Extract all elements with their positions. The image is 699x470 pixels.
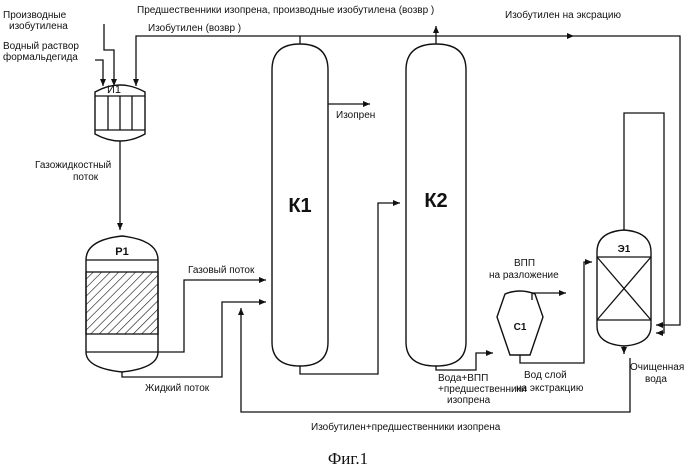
label-water-layer: Вод слой на экстракцию — [516, 370, 584, 394]
figure-caption: Фиг.1 — [328, 449, 368, 468]
label-isobutylene-derivatives: Производные изобутилена — [3, 10, 69, 32]
separator-label: С1 — [514, 322, 527, 333]
label-gas-flow: Газовый поток — [188, 265, 255, 276]
extractor-label: Э1 — [618, 244, 631, 255]
label-isobutylene-recycle: Изобутилен (возвр ) — [148, 22, 241, 34]
stream-gas-flow — [158, 280, 266, 352]
label-gas-liquid-flow: Газожидкостный поток — [35, 160, 114, 183]
separator-c1: С1 — [497, 291, 543, 355]
label-liquid-flow: Жидкий поток — [145, 383, 210, 394]
mixer-i1: И1 — [95, 84, 145, 141]
label-formaldehyde: Водный раствор формальдегида — [3, 41, 82, 63]
stream-formaldehyde — [95, 60, 103, 86]
label-isoprene: Изопрен — [336, 110, 375, 121]
label-purified-water: Очищенная вода — [630, 362, 687, 385]
column-k2: К2 — [406, 44, 466, 366]
reactor-r1: Р1 — [86, 236, 158, 372]
stream-top-header — [300, 36, 436, 44]
label-bottom-return: Изобутилен+предшественники изопрена — [311, 421, 501, 433]
column1-label: К1 — [288, 195, 311, 217]
stream-isobutylene-derivatives — [104, 24, 114, 86]
column-k1: К1 — [272, 44, 328, 366]
reactor-label: Р1 — [115, 246, 128, 258]
extractor-e1: Э1 — [597, 230, 651, 346]
column2-label: К2 — [424, 190, 447, 212]
label-isobutylene-to-extraction: Изобутилен на эксрацию — [505, 9, 621, 21]
label-vpp-decomposition: ВПП на разложение — [489, 258, 559, 281]
label-precursors-top: Предшественники изопрена, производные из… — [137, 4, 434, 16]
